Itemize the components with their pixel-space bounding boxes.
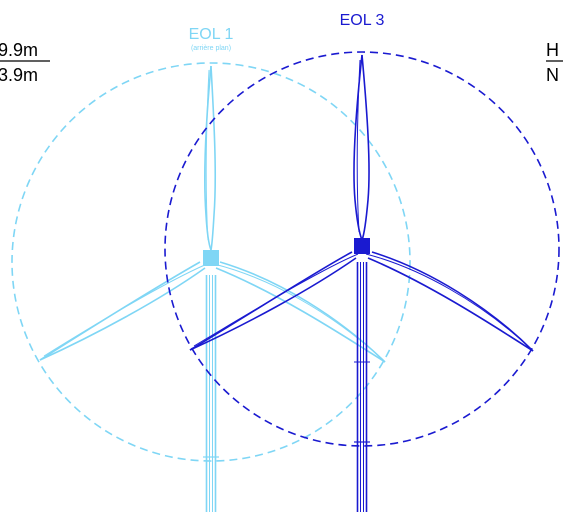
eol1-tower	[203, 275, 219, 512]
eol3-blade-left	[189, 251, 359, 351]
turbine-eol1: EOL 1 (arrière plan)	[11, 26, 411, 512]
eol1-rotor-circle	[11, 62, 411, 462]
eol1-blade-right	[213, 261, 386, 363]
right-bottom-label: N	[546, 65, 559, 85]
eol3-name: EOL 3	[340, 12, 385, 29]
turbine-eol3: EOL 3	[164, 12, 560, 512]
eol3-blade-right	[365, 251, 534, 352]
eol3-tower	[354, 262, 370, 512]
left-dimension-label: 9.9m 3.9m	[0, 40, 50, 85]
eol1-note: (arrière plan)	[191, 45, 231, 52]
eol1-name: EOL 1	[189, 26, 234, 43]
eol3-nacelle	[356, 241, 368, 253]
eol1-nacelle	[205, 252, 217, 264]
left-bottom-label: 3.9m	[0, 65, 38, 85]
eol1-blade-left	[39, 261, 208, 361]
right-top-label: H	[546, 40, 559, 60]
eol1-blade-up	[204, 65, 217, 251]
eol3-blade-up	[353, 54, 370, 241]
right-dimension-label: H N	[546, 40, 563, 85]
left-top-label: 9.9m	[0, 40, 38, 60]
eol3-rotor-circle	[164, 51, 560, 447]
